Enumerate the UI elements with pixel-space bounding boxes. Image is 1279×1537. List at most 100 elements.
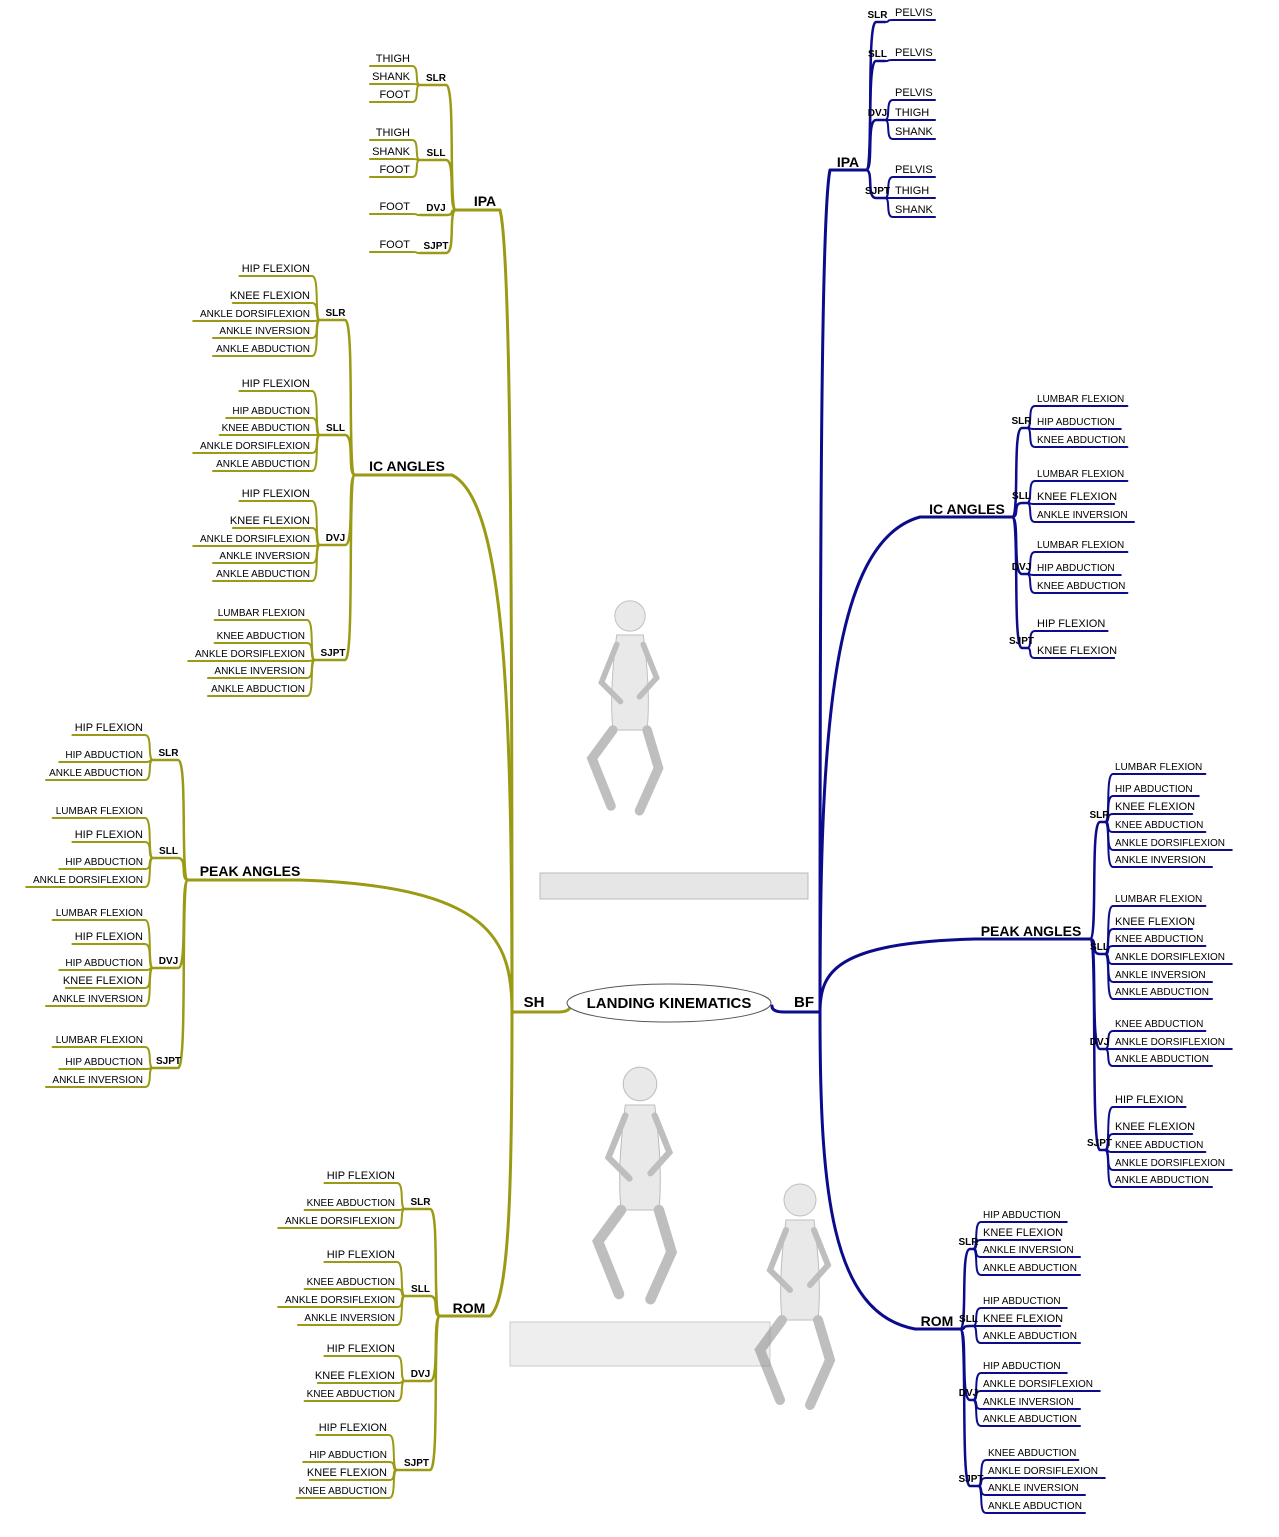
test-label: DVJ [426, 203, 445, 214]
leaf-label: FOOT [379, 164, 410, 176]
leaf-label: SHANK [895, 204, 934, 216]
leaf-label: ANKLE INVERSION [219, 326, 310, 337]
leaf-label: ANKLE INVERSION [1115, 970, 1206, 981]
leaf-label: KNEE FLEXION [1037, 645, 1117, 657]
leaf-branch [369, 158, 421, 161]
leaf-label: HIP ABDUCTION [983, 1361, 1061, 1372]
right-root-stub [770, 1004, 822, 1014]
leaf-label: LUMBAR FLEXION [1037, 540, 1124, 551]
leaf-label: HIP FLEXION [1037, 618, 1105, 630]
leaf-label: HIP FLEXION [75, 931, 143, 943]
leaf-label: ANKLE DORSIFLEXION [200, 534, 310, 545]
leaf-branch [1104, 1048, 1213, 1067]
category-label: ROM [921, 1313, 954, 1329]
leaf-branch [884, 59, 936, 62]
category-label: IC ANGLES [929, 501, 1005, 517]
leaf-label: ANKLE DORSIFLEXION [988, 1466, 1098, 1477]
leaf-branch [1026, 502, 1135, 523]
category-branch [818, 937, 977, 1014]
leaf-label: ANKLE ABDUCTION [983, 1263, 1077, 1274]
leaf-label: KNEE FLEXION [307, 1467, 387, 1479]
leaf-label: ANKLE INVERSION [983, 1245, 1074, 1256]
category-branch [818, 515, 922, 1014]
leaf-label: ANKLE INVERSION [1115, 855, 1206, 866]
leaf-label: KNEE ABDUCTION [307, 1389, 395, 1400]
leaf-branch [25, 857, 154, 888]
test-branch [403, 1207, 442, 1318]
leaf-branch [369, 251, 421, 254]
leaf-label: KNEE ABDUCTION [307, 1198, 395, 1209]
test-branch [318, 433, 357, 477]
test-label: SLR [868, 10, 889, 21]
leaf-label: KNEE FLEXION [63, 975, 143, 987]
test-label: SLL [411, 1284, 430, 1295]
leaf-label: SHANK [372, 146, 411, 158]
leaf-label: ANKLE DORSIFLEXION [1115, 952, 1225, 963]
leaf-label: KNEE ABDUCTION [1115, 820, 1203, 831]
test-label: DVJ [1090, 1037, 1109, 1048]
athlete-photos [509, 600, 836, 1410]
leaf-branch [45, 759, 154, 781]
leaf-label: THIGH [895, 107, 929, 119]
leaf-label: KNEE ABDUCTION [1115, 934, 1203, 945]
leaf-label: ANKLE INVERSION [52, 994, 143, 1005]
category-branch [818, 168, 832, 1014]
leaf-label: THIGH [376, 53, 410, 65]
test-branch [1010, 501, 1029, 519]
athlete-figure [592, 1066, 678, 1305]
leaf-branch [369, 84, 421, 103]
test-label: SLL [1012, 491, 1031, 502]
leaf-label: ANKLE ABDUCTION [1115, 987, 1209, 998]
leaf-label: HIP ABDUCTION [65, 750, 143, 761]
force-plate [539, 872, 809, 900]
category-label: ROM [453, 1300, 486, 1316]
leaf-label: ANKLE DORSIFLEXION [33, 875, 143, 886]
leaf-branch [277, 1208, 406, 1229]
category-branch [450, 473, 514, 1014]
test-branch [418, 208, 458, 255]
leaf-branch [369, 159, 421, 178]
leaf-branch [977, 1485, 1086, 1514]
leaf-branch [884, 19, 936, 23]
leaf-branch [207, 659, 316, 697]
leaf-branch [1104, 953, 1213, 1000]
leaf-label: HIP FLEXION [1115, 1094, 1183, 1106]
leaf-label: HIP FLEXION [319, 1422, 387, 1434]
leaf-label: LUMBAR FLEXION [218, 608, 305, 619]
leaf-label: KNEE FLEXION [983, 1313, 1063, 1325]
test-label: SLR [1012, 416, 1033, 427]
leaf-branch [45, 967, 154, 1007]
test-label: SLL [1090, 942, 1109, 953]
test-branch [958, 1247, 975, 1331]
leaf-label: KNEE ABDUCTION [1115, 1140, 1203, 1151]
leaf-label: KNEE FLEXION [230, 290, 310, 302]
center-label: LANDING KINEMATICS [587, 995, 752, 1012]
leaf-branch [71, 841, 154, 859]
test-branch [403, 1294, 442, 1318]
test-label: SJPT [423, 241, 448, 252]
leaf-branch [45, 1067, 154, 1088]
leaf-label: ANKLE DORSIFLEXION [200, 309, 310, 320]
leaf-label: KNEE ABDUCTION [307, 1277, 395, 1288]
leaf-label: ANKLE DORSIFLEXION [1115, 1037, 1225, 1048]
test-label: SLR [159, 748, 180, 759]
leaf-label: HIP FLEXION [242, 488, 310, 500]
leaf-label: ANKLE ABDUCTION [1115, 1054, 1209, 1065]
test-branch [151, 758, 190, 882]
leaf-branch [1026, 573, 1122, 576]
leaf-label: PELVIS [895, 7, 933, 19]
test-label: SLR [411, 1197, 432, 1208]
leaf-label: HIP ABDUCTION [1115, 784, 1193, 795]
leaf-label: ANKLE INVERSION [983, 1397, 1074, 1408]
leaf-label: ANKLE DORSIFLEXION [983, 1379, 1093, 1390]
test-label: SJPT [1087, 1138, 1112, 1149]
leaf-label: KNEE ABDUCTION [988, 1448, 1076, 1459]
test-branch [418, 158, 458, 212]
athlete-figure [754, 1183, 836, 1410]
leaf-label: LUMBAR FLEXION [1115, 894, 1202, 905]
test-label: SLR [326, 308, 347, 319]
leaf-label: LUMBAR FLEXION [1115, 762, 1202, 773]
left-side-label: SH [524, 994, 545, 1011]
leaf-label: ANKLE DORSIFLEXION [1115, 1158, 1225, 1169]
